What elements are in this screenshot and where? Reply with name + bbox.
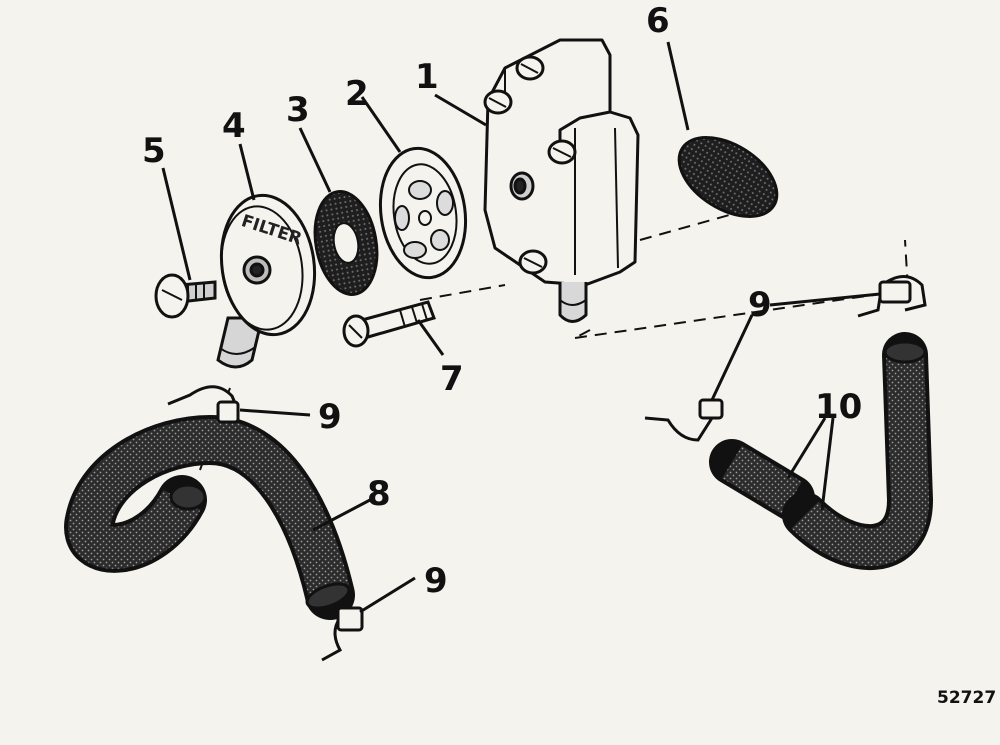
callout-6: 6 bbox=[646, 1, 670, 41]
callout-9-right: 9 bbox=[748, 285, 772, 325]
hose-clamp-right-upper bbox=[857, 275, 927, 318]
pump-outlet-nipple bbox=[558, 282, 588, 323]
callout-4: 4 bbox=[222, 106, 246, 146]
callout-9-left: 9 bbox=[318, 397, 342, 437]
callout-7: 7 bbox=[440, 359, 464, 399]
callout-2: 2 bbox=[345, 74, 369, 114]
callout-9-bottom: 9 bbox=[424, 561, 448, 601]
callout-1: 1 bbox=[415, 57, 439, 97]
filter-plate bbox=[378, 146, 468, 280]
pump-gasket bbox=[677, 136, 779, 218]
fuel-hose-elbow bbox=[782, 332, 934, 570]
callout-5: 5 bbox=[142, 131, 166, 171]
hose-clamp-right-lower bbox=[644, 398, 724, 442]
filter-cover: FILTER bbox=[216, 193, 317, 369]
hose-clamp-bottom bbox=[321, 606, 364, 662]
leader-lines bbox=[161, 41, 881, 614]
cover-screw bbox=[154, 273, 217, 319]
callout-numbers: 1 2 3 4 5 6 7 8 9 9 9 10 bbox=[142, 1, 862, 601]
pump-mounting-screw bbox=[342, 300, 436, 348]
hose-clamp-left-top bbox=[167, 385, 240, 424]
filter-screen bbox=[313, 190, 379, 296]
callout-10: 10 bbox=[815, 387, 862, 427]
callout-8: 8 bbox=[367, 474, 391, 514]
callout-3: 3 bbox=[286, 90, 310, 130]
fuel-pump-body bbox=[483, 38, 640, 323]
fuel-hose-short bbox=[709, 439, 815, 521]
figure-number: 52727 bbox=[937, 688, 996, 708]
fuel-hose-curved bbox=[64, 414, 355, 620]
